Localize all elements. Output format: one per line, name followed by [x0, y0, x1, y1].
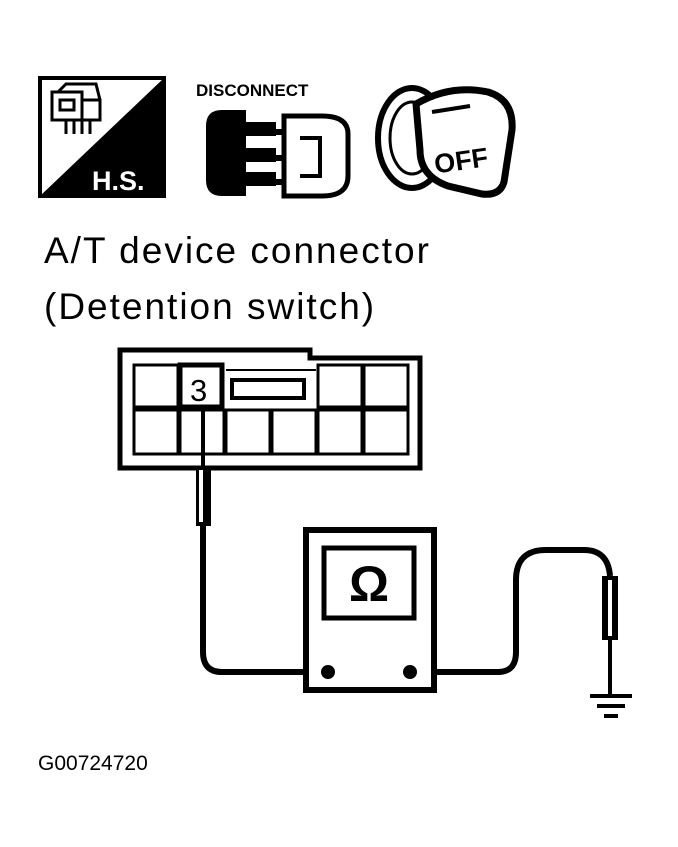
hs-label: H.S.: [92, 166, 145, 196]
disconnect-label: DISCONNECT: [196, 81, 309, 100]
test-probe-left: [196, 410, 211, 526]
diagram-title-line-2: (Detention switch): [44, 286, 377, 327]
test-probe-right: [602, 576, 618, 694]
ohm-symbol: Ω: [349, 556, 389, 612]
meter-terminal-left: [321, 665, 335, 679]
off-label: OFF: [432, 142, 490, 179]
ground-symbol: [590, 694, 632, 718]
ohmmeter: [303, 527, 437, 693]
figure-id: G00724720: [38, 752, 148, 775]
test-lead-right: [410, 547, 613, 675]
meter-terminal-right: [403, 665, 417, 679]
device-connector: [117, 347, 423, 471]
diagram-title-line-1: A/T device connector: [44, 230, 431, 271]
harness-connector-icon: H.S.: [38, 76, 166, 198]
ignition-key-icon: OFF: [375, 85, 516, 198]
disconnect-connector-icon: DISCONNECT: [196, 81, 351, 199]
terminal-3-label: 3: [190, 373, 207, 408]
test-lead-left: [200, 526, 330, 675]
